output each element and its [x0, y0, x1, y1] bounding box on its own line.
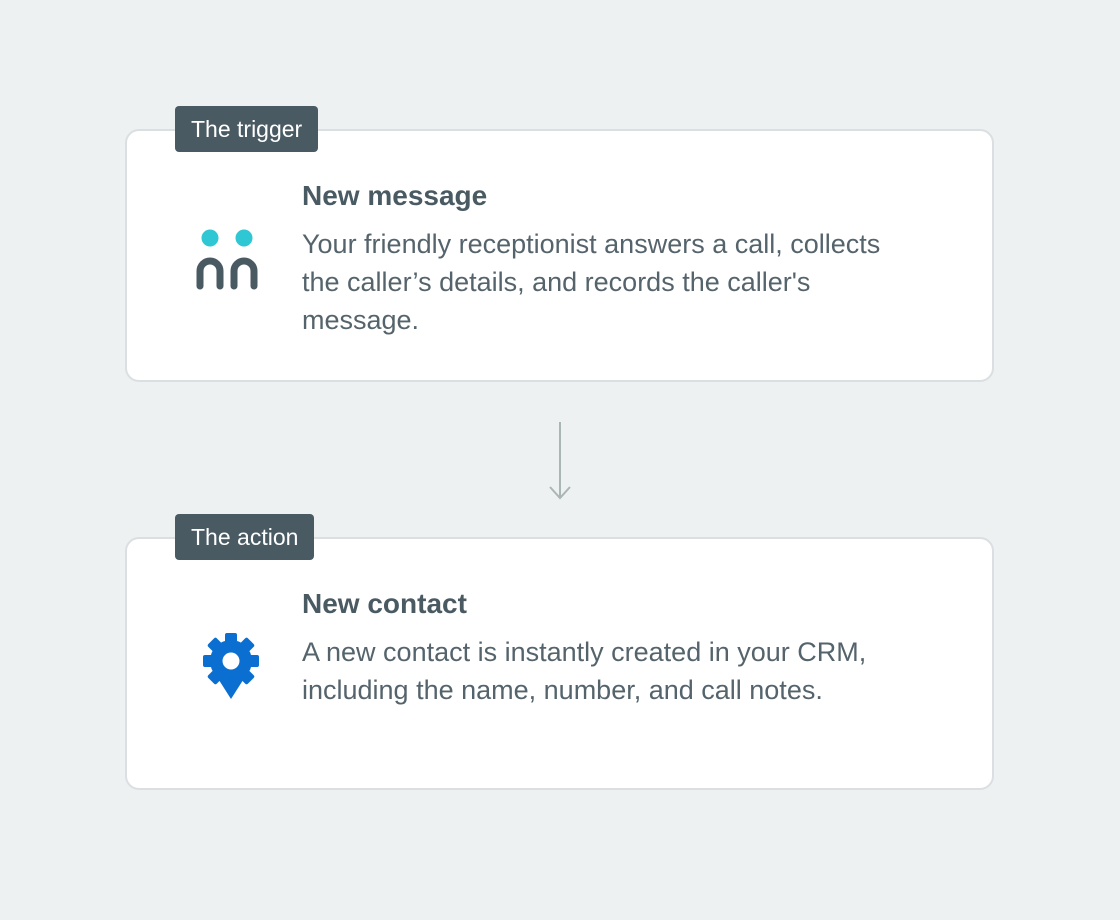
trigger-card: The trigger New message Your friendly re…	[125, 106, 994, 382]
trigger-description: Your friendly receptionist answers a cal…	[302, 229, 881, 335]
gear-location-pin-icon	[203, 633, 259, 699]
action-card: The action New contact A new contact is …	[125, 514, 994, 790]
action-title: New contact	[302, 588, 467, 619]
action-description: A new contact is instantly created in yo…	[302, 637, 867, 705]
action-tag: The action	[175, 514, 315, 560]
trigger-title: New message	[302, 180, 488, 211]
receptionists-icon	[196, 229, 258, 290]
trigger-tag: The trigger	[175, 106, 319, 152]
arrow-down-icon	[549, 422, 571, 500]
